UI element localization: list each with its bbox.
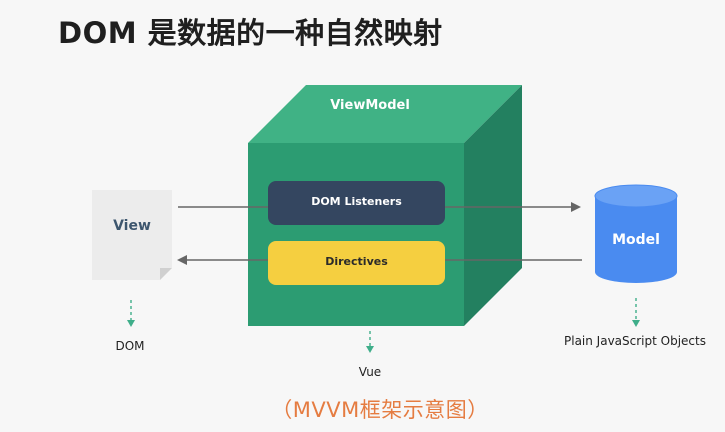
view-page-icon [92, 190, 172, 280]
arrow-viewmodel-to-view-head [177, 255, 187, 265]
arrow-viewmodel-to-model-head [571, 202, 581, 212]
view-label: View [113, 218, 151, 234]
viewmodel-label: ViewModel [330, 98, 410, 113]
cube-top-face [248, 85, 522, 143]
directives-label: Directives [325, 255, 388, 268]
dom-listeners-label: DOM Listeners [311, 195, 402, 208]
directives-box [268, 241, 445, 285]
viewmodel-cube [248, 85, 522, 326]
model-database-icon [594, 184, 678, 283]
model-label: Model [612, 232, 660, 248]
dashed-arrow-vue-head [366, 346, 374, 353]
cube-front-face [248, 143, 464, 326]
dom-label: DOM [115, 339, 145, 353]
vue-label: Vue [358, 365, 382, 379]
cube-side-face [464, 85, 522, 326]
dashed-arrow-dom-head [127, 320, 135, 327]
dashed-arrow-plain-head [632, 320, 640, 327]
diagram-caption: （MVVM框架示意图） [271, 398, 489, 422]
arrows [177, 202, 582, 265]
plain-js-objects-label: Plain JavaScript Objects [564, 334, 706, 348]
dashed-arrows [127, 298, 640, 353]
dom-listeners-box [268, 181, 445, 225]
page-title: DOM 是数据的一种自然映射 [58, 16, 443, 50]
